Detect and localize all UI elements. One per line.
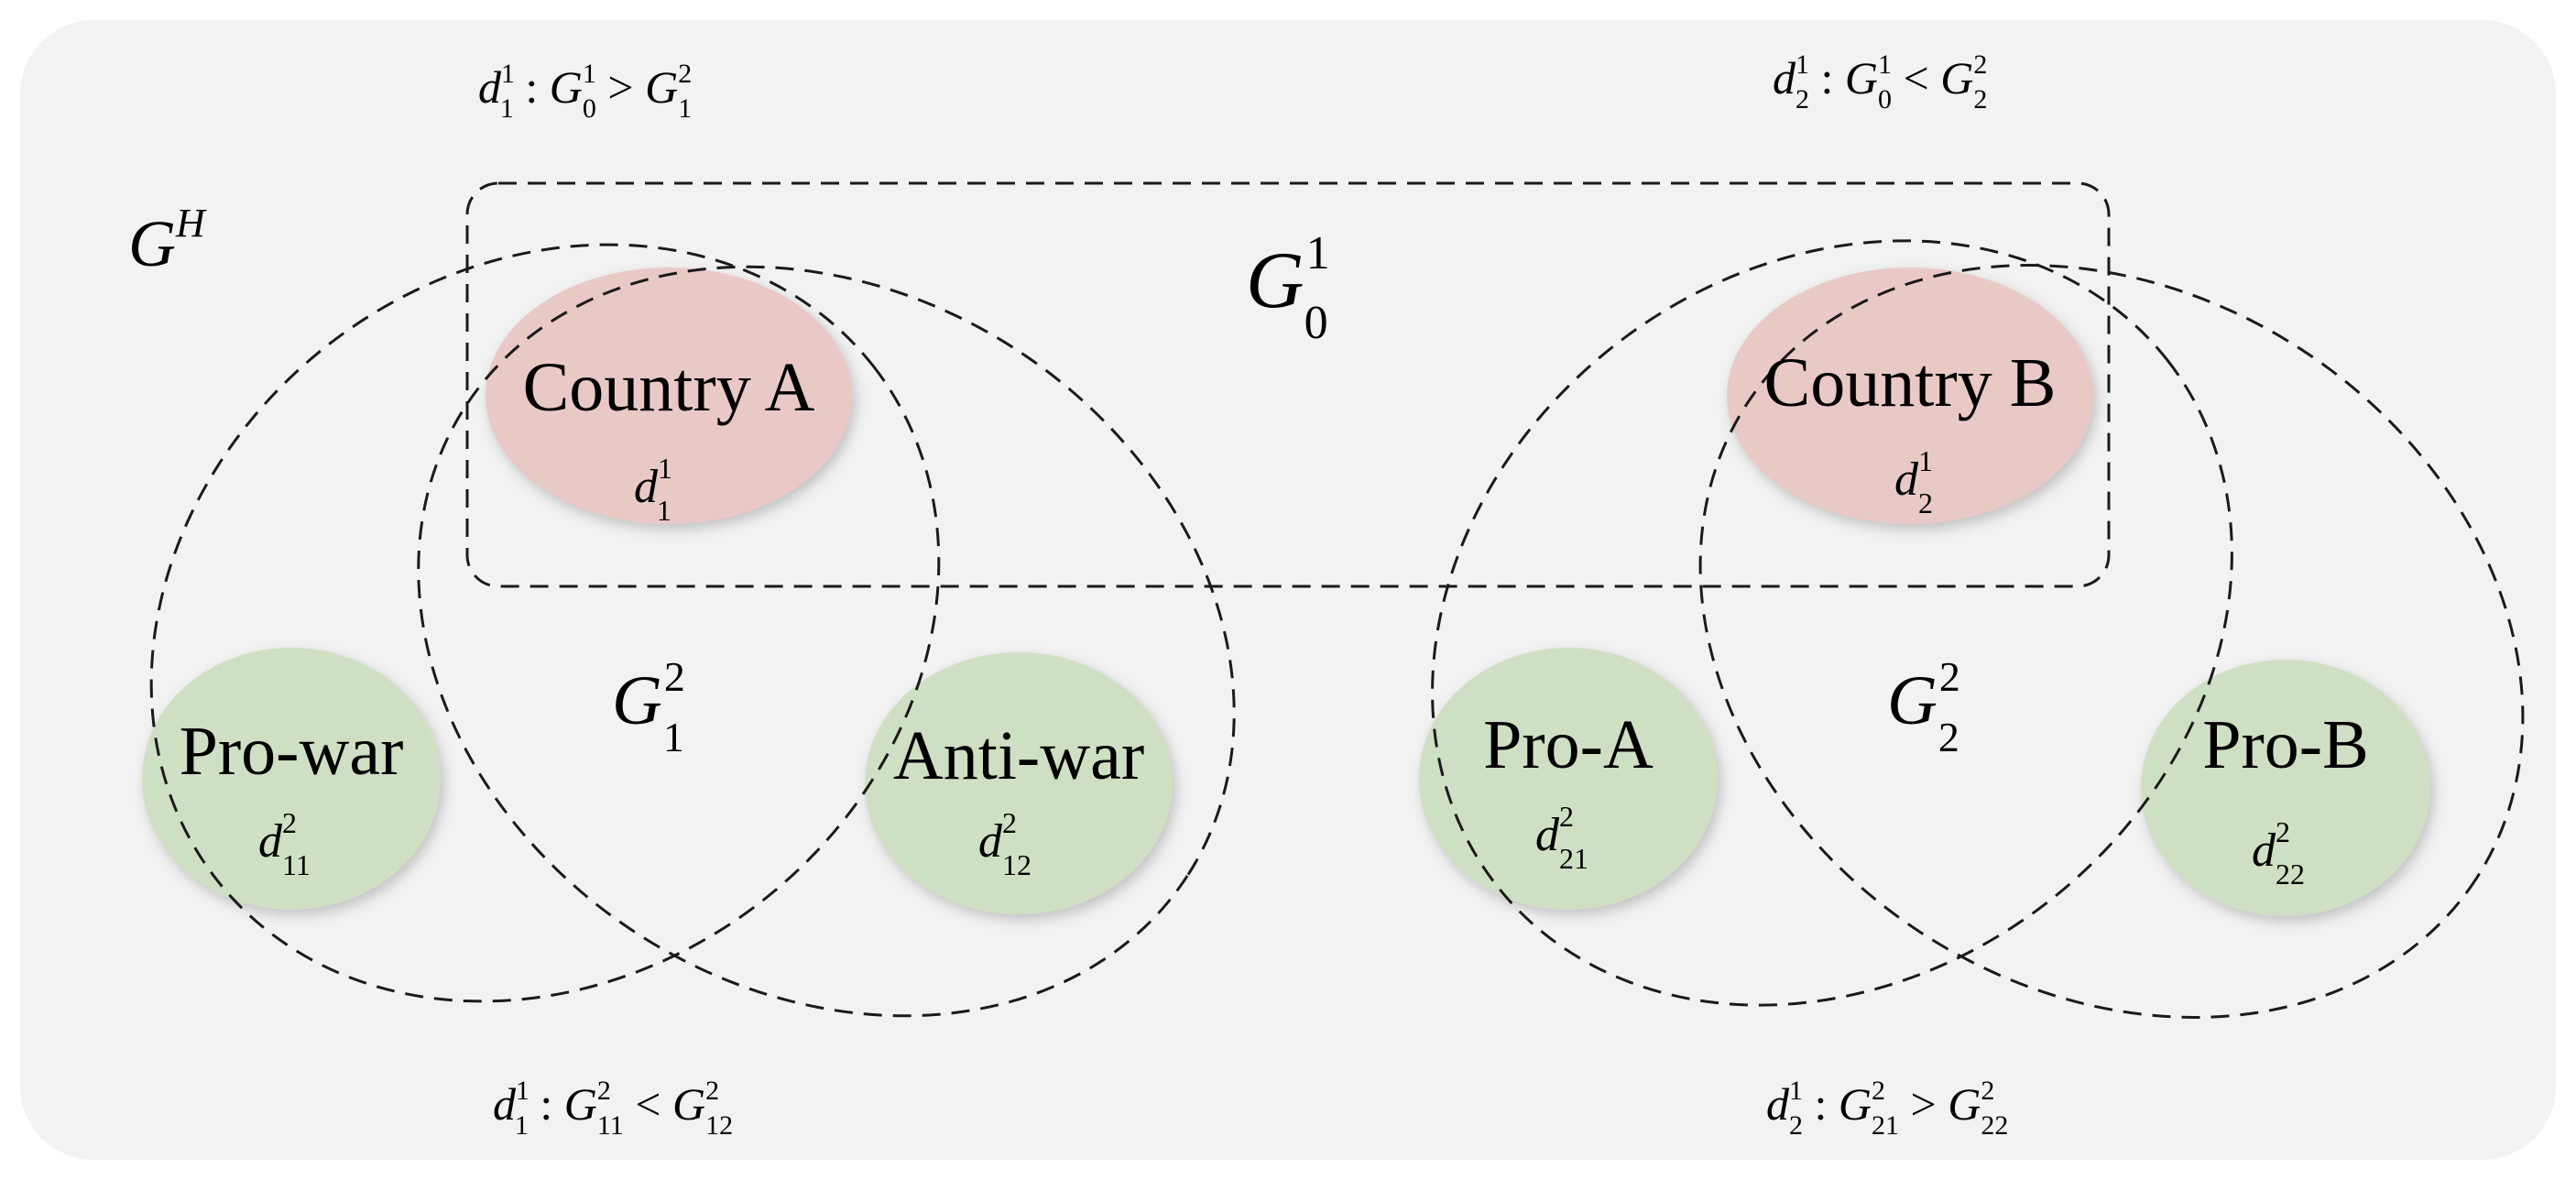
hyperedge-top-group [465, 181, 2111, 588]
pro-b-node [2141, 660, 2430, 916]
country-a-label: Country A [523, 349, 815, 426]
pro-war-label: Pro-war [180, 713, 404, 790]
hyperedge-right-inner [1698, 264, 2525, 1019]
hypergraph-label: GH [128, 201, 207, 280]
anti-war-label: Anti-war [893, 717, 1144, 794]
pro-a-label: Pro-A [1483, 706, 1654, 783]
pro-a-node [1419, 648, 1718, 910]
hyperedge-left-inner [417, 265, 1236, 1018]
background-panel [20, 20, 2556, 1160]
country-a-node [486, 268, 852, 524]
anti-war-node [865, 652, 1173, 914]
hyperedge-right-outer [1431, 239, 2233, 1007]
country-b-label: Country B [1764, 344, 2057, 421]
country-b-node [1727, 268, 2093, 524]
hyperedge-left-outer [149, 243, 941, 1003]
pro-b-label: Pro-B [2202, 706, 2369, 783]
pro-war-node [142, 648, 441, 910]
